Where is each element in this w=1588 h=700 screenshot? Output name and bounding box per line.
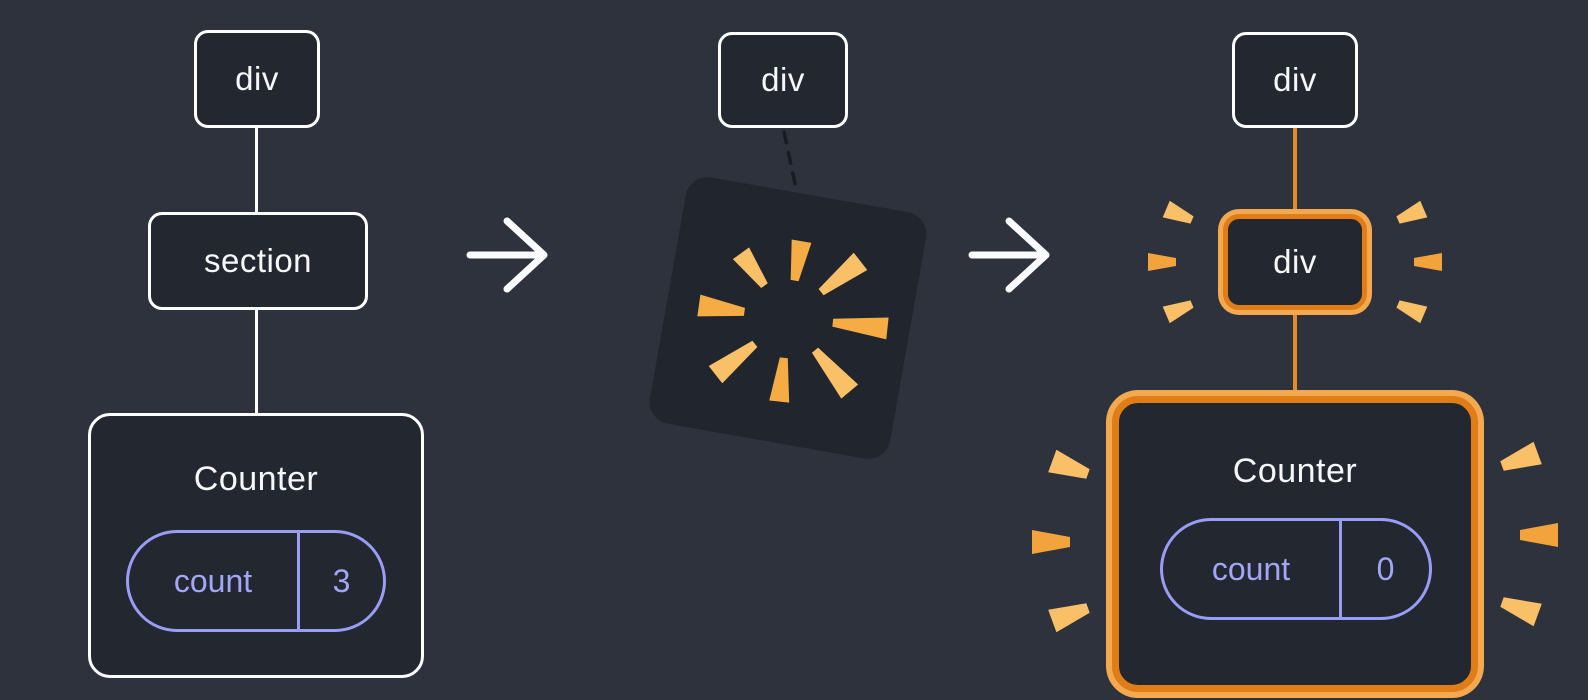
arrow-right-icon xyxy=(466,217,548,293)
tree-edge xyxy=(255,128,258,214)
counter-title: Counter xyxy=(193,460,319,498)
tree-edge xyxy=(255,310,258,415)
node-div-root-right: div xyxy=(1232,32,1358,128)
pill-divider xyxy=(297,533,300,629)
state-value: 0 xyxy=(1376,550,1395,587)
state-pill-after: count 0 xyxy=(1160,518,1432,620)
state-pill-before: count 3 xyxy=(126,530,386,632)
tree-edge-orange xyxy=(1293,128,1297,212)
poof-icon xyxy=(649,177,927,459)
state-value: 3 xyxy=(332,562,351,599)
node-section: section xyxy=(148,212,368,310)
arrow-right-icon xyxy=(968,217,1050,293)
node-div-root-middle: div xyxy=(718,32,848,128)
state-key: count xyxy=(173,562,253,599)
dashed-connector xyxy=(782,130,799,195)
node-div-new: div xyxy=(1223,214,1367,310)
node-div-root-left: div xyxy=(194,30,320,128)
state-key: count xyxy=(1211,550,1291,587)
pill-divider xyxy=(1339,521,1342,617)
counter-title: Counter xyxy=(1232,452,1358,490)
tree-edge-orange xyxy=(1293,313,1297,396)
